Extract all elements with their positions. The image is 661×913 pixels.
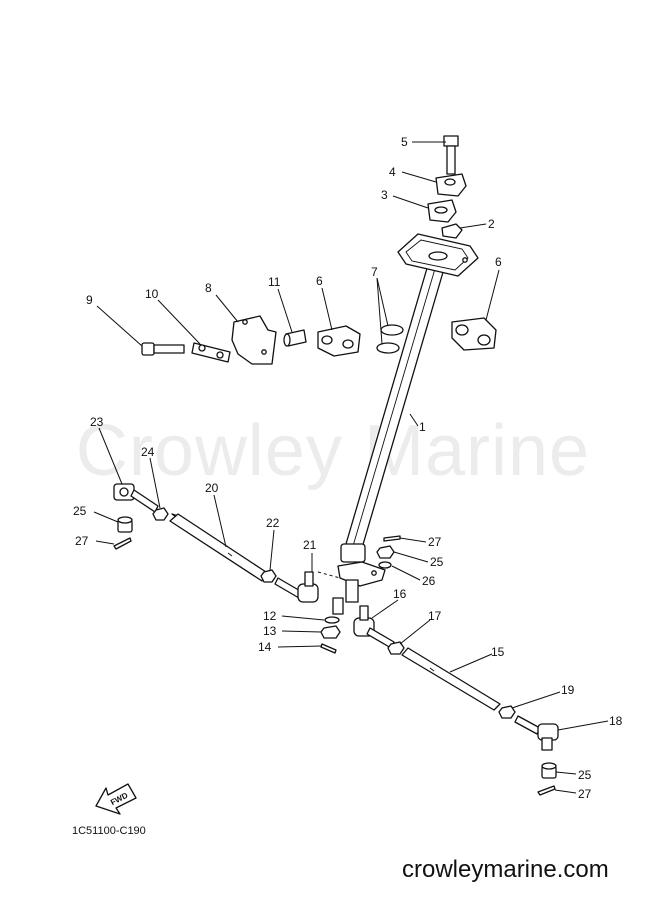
- cotter-pin-part-14[interactable]: [320, 643, 337, 654]
- bushing-part-2[interactable]: [441, 223, 463, 239]
- nut-part-13[interactable]: [320, 625, 341, 639]
- callout-27-bottom: 27: [578, 787, 592, 801]
- callout-4: 4: [389, 165, 396, 179]
- callout-25-right: 25: [430, 555, 444, 569]
- washer-part-12[interactable]: [324, 616, 340, 624]
- nut-part-22[interactable]: [260, 569, 277, 583]
- callout-5: 5: [401, 135, 408, 149]
- callout-24: 24: [141, 445, 155, 459]
- tie-rod-end-part-21[interactable]: [274, 571, 319, 603]
- tie-rod-end-part-23[interactable]: [113, 483, 159, 513]
- tie-rod-part-20[interactable]: [169, 513, 269, 582]
- nut-part-24[interactable]: [152, 507, 169, 521]
- bolt-part-9[interactable]: [141, 342, 185, 356]
- callout-25-bottom: 25: [578, 768, 592, 782]
- cotter-pin-part-27-bottom[interactable]: [537, 785, 556, 796]
- callout-3: 3: [381, 188, 388, 202]
- callout-1: 1: [419, 420, 426, 434]
- callout-23: 23: [90, 415, 104, 429]
- plate-part-10[interactable]: [191, 342, 231, 363]
- callout-21: 21: [303, 538, 317, 552]
- collar-part-3[interactable]: [427, 199, 457, 223]
- callout-10: 10: [145, 287, 159, 301]
- clamp-part-6-right[interactable]: [451, 317, 497, 351]
- bracket-part-8[interactable]: [231, 315, 277, 365]
- callout-22: 22: [266, 516, 280, 530]
- website-label: crowleymarine.com: [402, 856, 609, 883]
- leader-lines: [93, 141, 609, 794]
- steering-column-part[interactable]: [332, 233, 479, 615]
- clip-part-7[interactable]: [376, 324, 404, 354]
- cotter-pin-part-27-right-upper[interactable]: [383, 535, 401, 542]
- callout-19: 19: [561, 683, 575, 697]
- clamp-part-6-left[interactable]: [317, 325, 361, 357]
- tie-rod-end-part-18[interactable]: [514, 715, 559, 751]
- callout-25-left: 25: [73, 504, 87, 518]
- callout-11: 11: [268, 275, 281, 289]
- callout-12: 12: [263, 609, 277, 623]
- callout-13: 13: [263, 624, 277, 638]
- callout-27-right: 27: [428, 535, 442, 549]
- bolt-part-5[interactable]: [443, 135, 459, 175]
- callout-2: 2: [488, 217, 495, 231]
- tie-rod-part-15[interactable]: [401, 647, 501, 711]
- callout-27-left: 27: [75, 534, 89, 548]
- callout-7: 7: [371, 265, 378, 279]
- callout-14: 14: [258, 640, 272, 654]
- nut-part-25-left[interactable]: [117, 516, 133, 533]
- callout-6-left: 6: [316, 274, 323, 288]
- callout-18: 18: [609, 714, 623, 728]
- callout-26: 26: [422, 574, 436, 588]
- diagram-code: 1C51100-C190: [72, 825, 146, 837]
- fwd-arrow-icon: FWD: [95, 783, 137, 815]
- nut-part-17[interactable]: [387, 641, 405, 655]
- nut-part-25-bottom[interactable]: [541, 762, 557, 779]
- callout-16: 16: [393, 587, 407, 601]
- washer-part-26[interactable]: [378, 561, 392, 569]
- clamp-part-4[interactable]: [435, 173, 467, 197]
- callout-6-right: 6: [495, 255, 502, 269]
- nut-part-25-right-upper[interactable]: [376, 545, 395, 559]
- nut-part-19[interactable]: [498, 705, 516, 719]
- tie-rod-end-part-16[interactable]: [353, 605, 395, 649]
- callout-8: 8: [205, 281, 212, 295]
- cotter-pin-part-27-left[interactable]: [113, 537, 132, 550]
- callout-labels: 5 4 3 2 1 6 6 7 8 9 10 11 23 24 20 25 27…: [73, 135, 623, 801]
- callout-17: 17: [428, 609, 442, 623]
- callout-20: 20: [205, 481, 219, 495]
- callout-9: 9: [86, 293, 93, 307]
- spacer-part-11[interactable]: [283, 329, 307, 347]
- callout-15: 15: [491, 645, 505, 659]
